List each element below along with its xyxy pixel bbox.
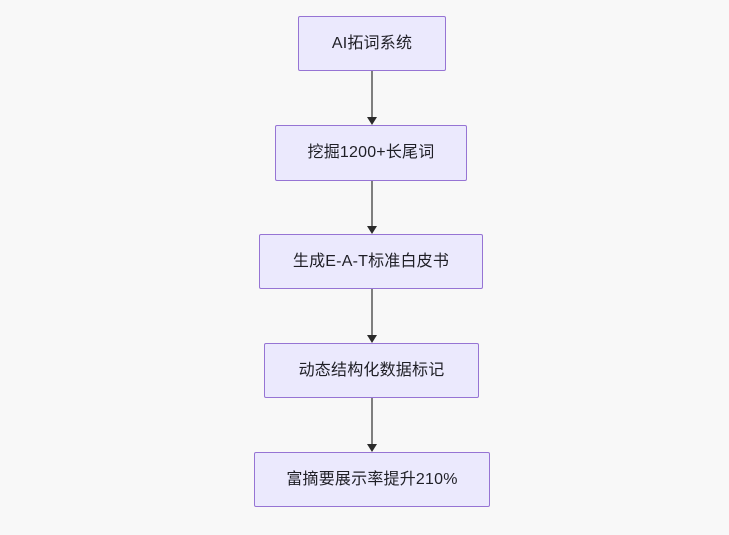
flow-node-node5[interactable]: 富摘要展示率提升210% [254, 452, 490, 507]
arrowhead-icon [366, 226, 377, 234]
edge-line [371, 181, 373, 227]
edge-line [371, 398, 373, 445]
arrowhead-icon [366, 117, 377, 125]
flow-node-node1[interactable]: AI拓词系统 [298, 16, 446, 71]
arrowhead-icon [366, 335, 377, 343]
edge-node1-to-node2 [366, 71, 377, 125]
flow-node-node2[interactable]: 挖掘1200+长尾词 [275, 125, 467, 181]
edge-line [371, 289, 373, 336]
edge-node2-to-node3 [366, 181, 377, 234]
flow-node-label: 动态结构化数据标记 [298, 361, 445, 379]
edge-node4-to-node5 [366, 398, 377, 452]
flow-node-node3[interactable]: 生成E-A-T标准白皮书 [259, 234, 483, 289]
edge-node3-to-node4 [366, 289, 377, 343]
edge-line [371, 71, 373, 118]
flow-node-node4[interactable]: 动态结构化数据标记 [264, 343, 479, 398]
arrowhead-icon [366, 444, 377, 452]
flow-node-label: 挖掘1200+长尾词 [307, 144, 435, 162]
flow-node-label: 生成E-A-T标准白皮书 [292, 252, 450, 270]
flow-node-label: AI拓词系统 [331, 34, 413, 52]
flow-node-label: 富摘要展示率提升210% [286, 470, 458, 488]
